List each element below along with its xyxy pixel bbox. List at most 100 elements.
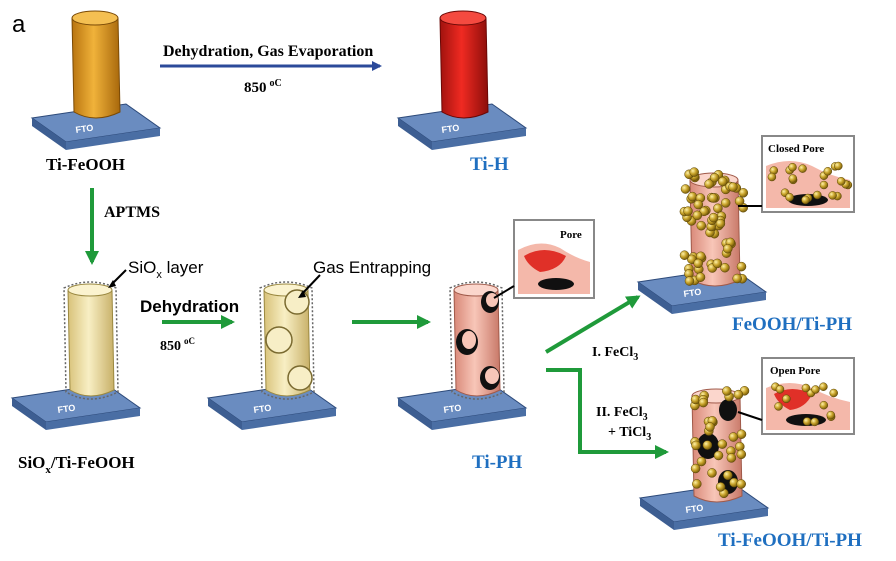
feooh-particle xyxy=(823,167,833,176)
siox-layer-label: SiOx layer xyxy=(128,258,204,281)
svg-text:FTO: FTO xyxy=(683,287,702,299)
feooh-particle xyxy=(734,196,745,206)
feooh-particle xyxy=(712,258,723,269)
feooh-particle xyxy=(802,417,812,426)
feooh-particle xyxy=(736,261,747,272)
route-2-label-line1: II. FeCl3 xyxy=(596,405,648,423)
panel-letter: a xyxy=(12,11,26,38)
gas-entrapping-label: Gas Entrapping xyxy=(313,258,431,277)
feooh-particle xyxy=(713,203,723,214)
feooh-particle xyxy=(720,262,730,273)
feooh-particle xyxy=(698,397,709,408)
feooh-ti-ph-rod xyxy=(679,167,749,287)
feooh-particle xyxy=(717,439,728,449)
feooh-particle xyxy=(709,172,720,183)
feooh-particle xyxy=(819,180,829,190)
open-pore-label: Open Pore xyxy=(770,365,820,377)
feooh-particle xyxy=(723,470,733,481)
feooh-particle xyxy=(810,417,819,427)
feooh-particle xyxy=(788,174,798,183)
feooh-particle xyxy=(715,482,726,492)
feooh-particle xyxy=(785,192,794,202)
feooh-particle xyxy=(704,179,714,189)
feooh-particle xyxy=(736,449,747,460)
svg-text:FTO: FTO xyxy=(685,503,704,515)
feooh-particle xyxy=(813,190,822,200)
closed-pore-inset: Closed Pore xyxy=(761,135,855,213)
feooh-particle xyxy=(819,382,828,391)
feooh-particle xyxy=(708,212,719,223)
feooh-particle xyxy=(713,450,724,461)
siox-pointer xyxy=(111,269,127,285)
route-2-arrow xyxy=(546,368,669,459)
ti-ph-rod xyxy=(449,281,505,400)
feooh-particle xyxy=(708,193,718,203)
feooh-particle xyxy=(690,463,701,474)
siox-ti-feooh-label: SiOx/Ti-FeOOH xyxy=(18,453,135,476)
feooh-particle xyxy=(695,272,706,282)
feooh-particles-closed xyxy=(679,167,749,286)
aptms-label: APTMS xyxy=(104,204,160,221)
open-pore-pointer xyxy=(737,411,763,421)
svg-text:FTO: FTO xyxy=(253,403,272,415)
route-1-arrow xyxy=(544,295,641,354)
feooh-particle xyxy=(775,385,785,394)
ti-h-rod xyxy=(439,10,489,119)
feooh-particle xyxy=(736,429,747,439)
feooh-particle xyxy=(683,206,693,216)
feooh-particle xyxy=(828,191,837,200)
pore-pointer xyxy=(493,285,515,299)
feooh-particle xyxy=(788,162,797,172)
feooh-particle xyxy=(705,422,715,432)
feooh-particle xyxy=(715,218,726,229)
feooh-particle xyxy=(811,385,820,394)
pore-inset: Pore xyxy=(513,219,595,299)
feooh-particles-open xyxy=(690,386,750,499)
feooh-particle xyxy=(722,386,732,396)
feooh-particle xyxy=(819,400,829,410)
gas-entrapping-rod xyxy=(259,281,315,400)
feooh-particle xyxy=(720,198,731,208)
feooh-particle xyxy=(798,164,807,173)
ti-h-label: Ti-H xyxy=(470,154,509,175)
ti-feooh-ti-ph-label: Ti-FeOOH/Ti-PH xyxy=(718,530,862,551)
feooh-particle xyxy=(738,188,749,198)
gas-pointer xyxy=(301,274,321,295)
feooh-particle xyxy=(782,394,791,404)
feooh-particle xyxy=(726,453,737,463)
route-2-label-line2: + TiCl3 xyxy=(608,425,651,443)
closed-pore-particles xyxy=(767,161,853,205)
fto-substrate-1: FTO xyxy=(30,103,162,150)
ti-feooh-ti-ph-rod xyxy=(690,386,750,503)
feooh-particle xyxy=(733,389,744,400)
feooh-ti-ph-label: FeOOH/Ti-PH xyxy=(732,314,852,335)
feooh-particle xyxy=(735,441,745,452)
fto-substrate-5: FTO xyxy=(396,383,528,430)
feooh-particle xyxy=(689,167,699,177)
route-1-label: I. FeCl3 xyxy=(592,345,638,363)
feooh-particle xyxy=(707,468,717,478)
pore-label: Pore xyxy=(560,229,582,241)
ti-feooh-label: Ti-FeOOH xyxy=(46,155,125,174)
feooh-particle xyxy=(687,191,698,202)
feooh-particle xyxy=(732,273,742,284)
feooh-particle xyxy=(728,182,738,192)
dehydration-label: Dehydration xyxy=(140,297,239,316)
feooh-particle xyxy=(736,479,746,489)
svg-text:FTO: FTO xyxy=(443,403,462,415)
feooh-particle xyxy=(680,184,691,194)
feooh-particle xyxy=(693,258,703,269)
feooh-particle xyxy=(684,276,695,286)
ti-feooh-rod xyxy=(71,10,121,119)
open-pore-particles xyxy=(771,382,838,427)
feooh-particle xyxy=(829,388,838,398)
feooh-particle xyxy=(723,243,733,254)
feooh-particle xyxy=(834,161,843,171)
feooh-particle xyxy=(826,410,836,420)
feooh-particle xyxy=(728,432,739,442)
ti-ph-label: Ti-PH xyxy=(472,452,523,473)
feooh-particle xyxy=(801,383,811,393)
